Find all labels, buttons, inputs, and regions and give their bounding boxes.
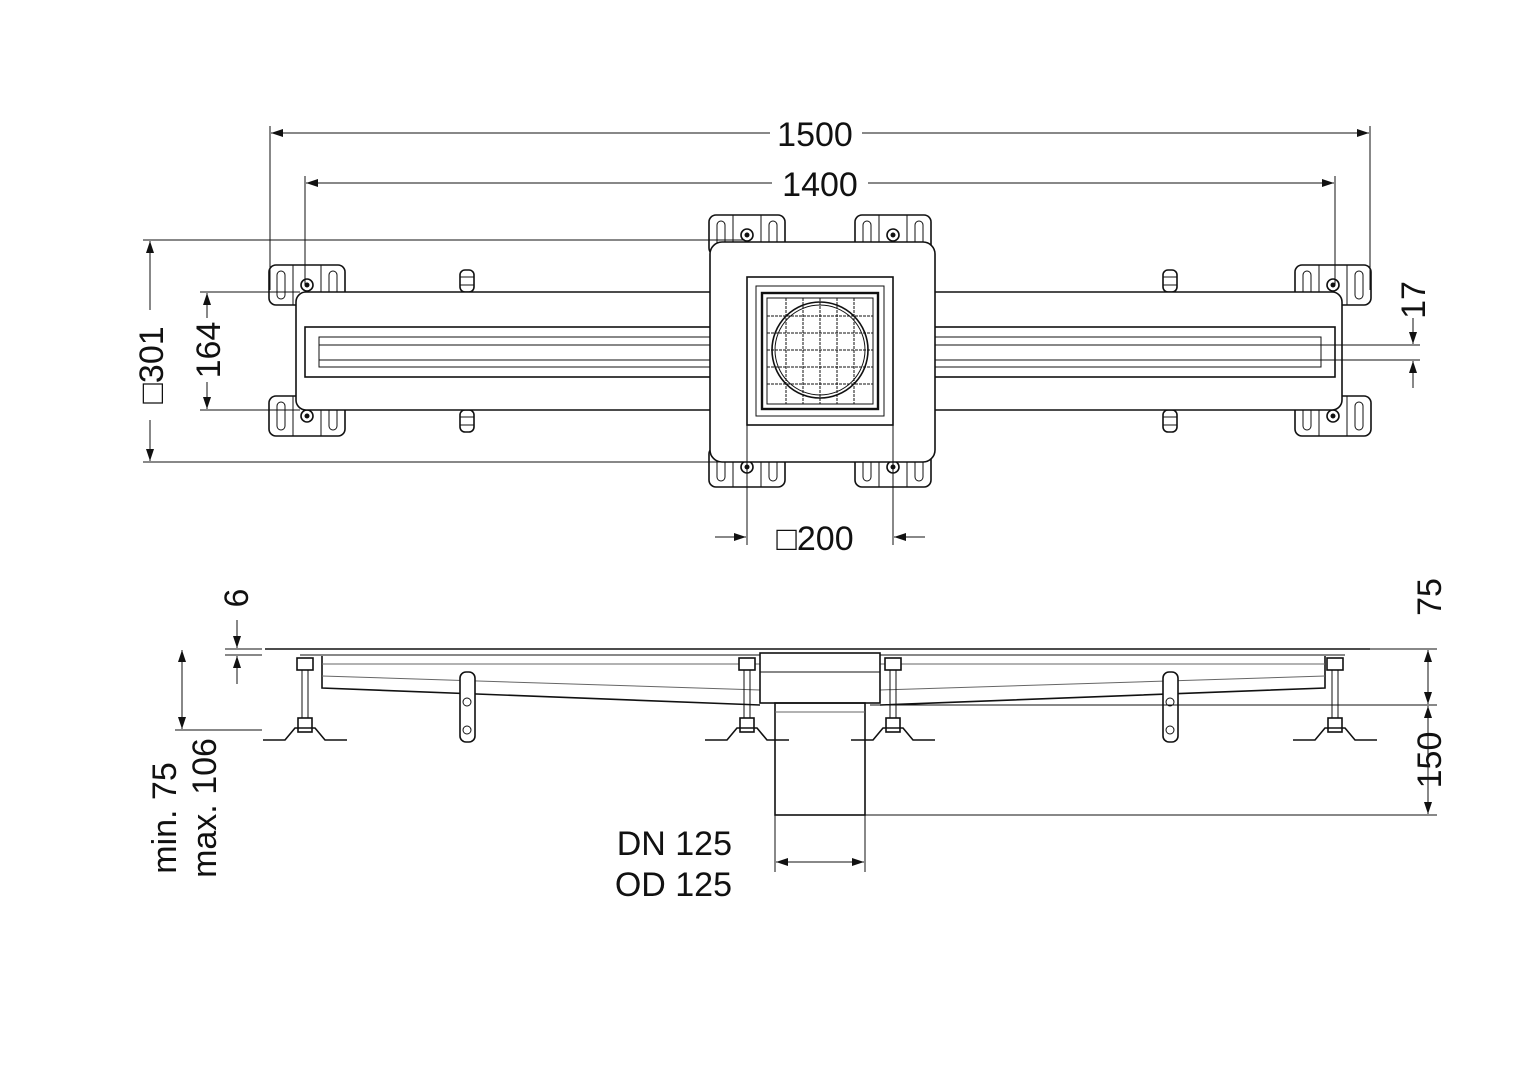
levelling-foot <box>1292 657 1378 741</box>
outlet-box <box>709 241 936 463</box>
dim-edge-thickness: 6 <box>218 589 256 608</box>
outlet-body <box>759 652 881 704</box>
dim-channel-width: 164 <box>190 322 228 379</box>
anchor-tab <box>459 671 476 743</box>
anchor-tab <box>459 269 475 293</box>
dim-outlet-length: 150 <box>1411 732 1449 789</box>
grate <box>760 291 880 411</box>
dim-fixing-length: 1400 <box>782 166 858 204</box>
levelling-foot <box>262 657 348 741</box>
dim-slot-width: 17 <box>1395 281 1433 319</box>
side-view: 6 min. 75 max. 106 75 150 DN 125 OD 125 <box>146 578 1449 904</box>
dim-overall-length: 1500 <box>777 116 853 154</box>
channel-profile <box>321 656 1326 706</box>
outlet-pipe <box>774 702 866 816</box>
dim-height-min: min. 75 <box>146 762 184 874</box>
anchor-tab <box>1162 671 1179 743</box>
plan-view: 1500 1400 □301 164 17 □200 <box>133 116 1433 558</box>
dim-body-height: 75 <box>1411 578 1449 616</box>
dim-height-max: max. 106 <box>186 738 224 878</box>
dim-outlet-od: OD 125 <box>615 866 732 904</box>
anchor-tab <box>1162 409 1178 433</box>
dim-grate-size: □200 <box>776 520 853 558</box>
dim-box-width: □301 <box>133 326 171 403</box>
anchor-tab <box>459 409 475 433</box>
dim-outlet-dn: DN 125 <box>617 825 732 863</box>
anchor-tab <box>1162 269 1178 293</box>
